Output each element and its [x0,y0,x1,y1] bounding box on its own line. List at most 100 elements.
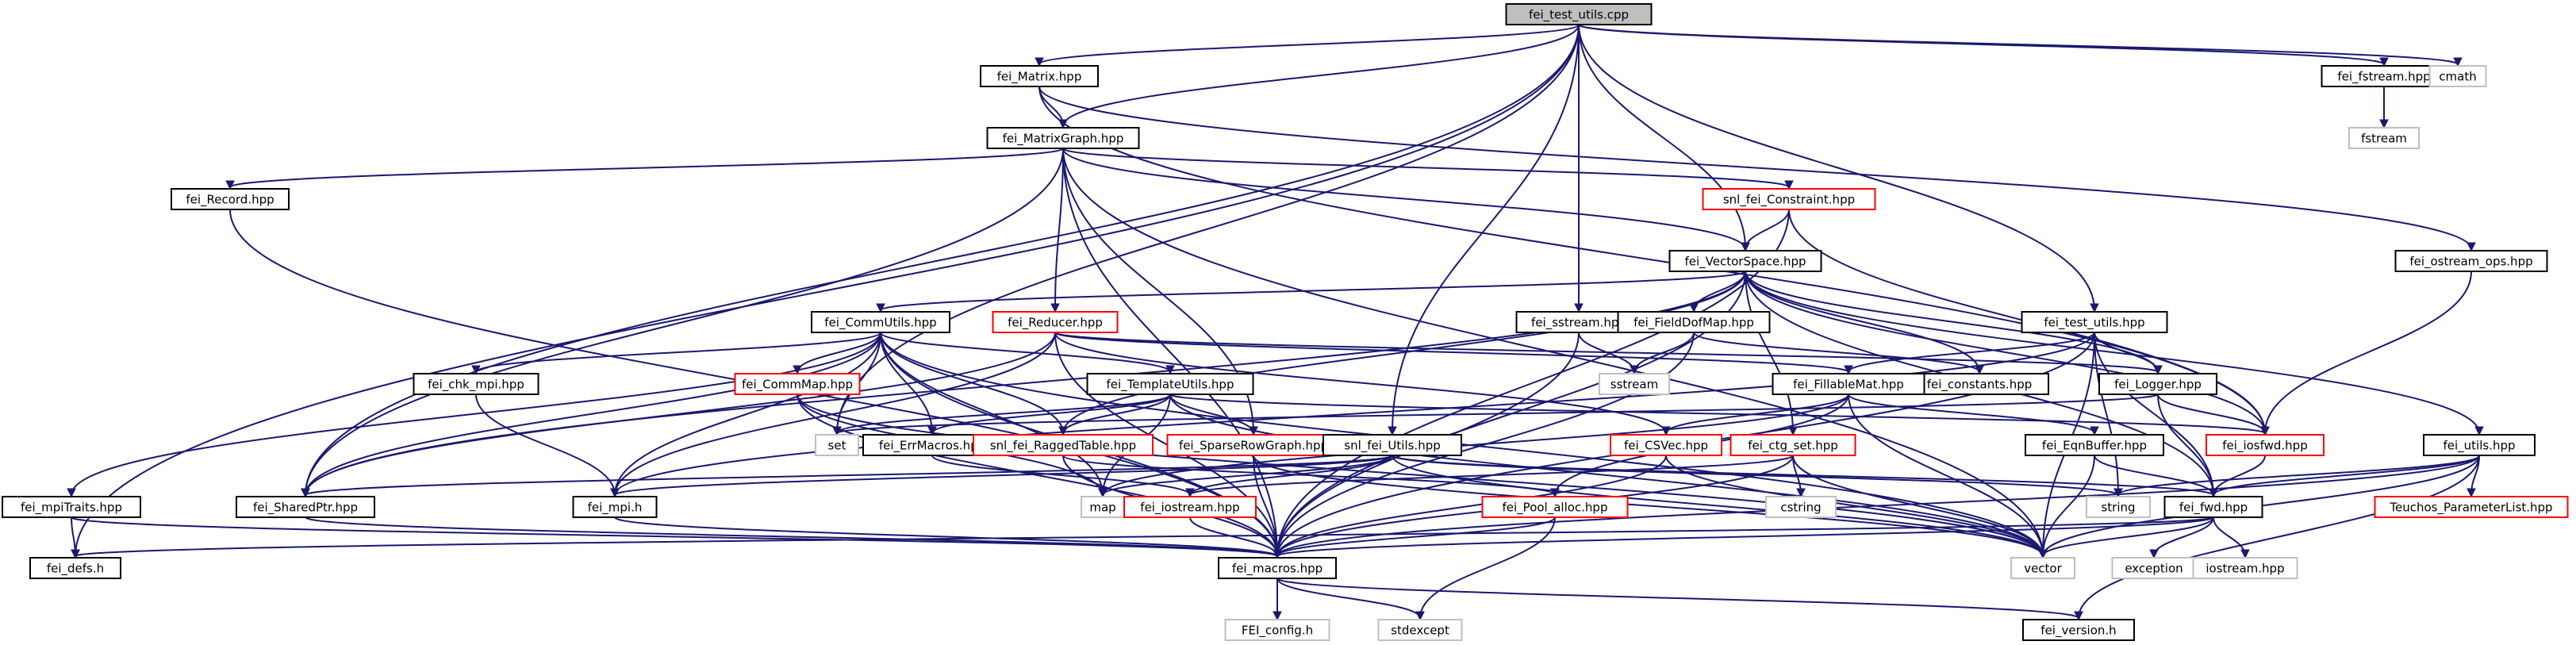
edge-fei-vectorspace-hpp-to-fei-commutils-hpp [880,271,1746,311]
node-label: fei_utils.hpp [2443,439,2515,454]
node-snl-fei-raggedtable-hpp[interactable]: snl_fei_RaggedTable.hpp [973,434,1154,456]
node-fei-matrixgraph-hpp[interactable]: fei_MatrixGraph.hpp [986,127,1140,149]
node-fei-constants-hpp[interactable]: fei_constants.hpp [1910,373,2049,395]
edge-fei-reducer-hpp-to-fei-fillablemat-hpp [1054,332,1849,373]
node-label: fei_sstream.hpp [1531,316,1626,331]
arrowhead-fei-utils-hpp-to-teuchos-parameterlist-hpp [2467,488,2476,498]
arrowhead-fei-templateutils-hpp-to-snl-fei-raggedtable-hpp [1058,426,1068,436]
node-label: exception [2125,562,2182,576]
node-fei-fstream-hpp[interactable]: fei_fstream.hpp [2321,65,2447,87]
node-teuchos-parameterlist-hpp[interactable]: Teuchos_ParameterList.hpp [2374,496,2569,518]
edge-fei-commutils-hpp-to-fei-mpi-h [614,332,881,496]
node-fei-sparserowgraph-hpp[interactable]: fei_SparseRowGraph.hpp [1166,434,1341,456]
node-label: fei_FillableMat.hpp [1793,378,1904,393]
node-cstring: cstring [1765,496,1837,518]
arrowhead-fei-macros-hpp-to-fei-config-h [1273,611,1282,621]
node-fei-defs-h[interactable]: fei_defs.h [29,557,121,579]
node-vector: vector [2010,557,2075,579]
edge-fei-test-utils-cpp-to-fei-matrixgraph-hpp [1062,24,1580,127]
node-box [2163,496,2263,518]
edge-fei-logger-hpp-to-fei-fwd-hpp [2157,394,2214,496]
edge-fei-test-utils-cpp-to-set [836,24,1580,434]
node-fei-pool-alloc-hpp[interactable]: fei_Pool_alloc.hpp [1481,496,1629,518]
edge-fei-pool-alloc-hpp-to-fei-macros-hpp [1276,516,1556,557]
node-fei-mpitraits-hpp[interactable]: fei_mpiTraits.hpp [2,496,141,518]
node-box [2,496,141,518]
node-fei-matrix-hpp[interactable]: fei_Matrix.hpp [980,65,1099,87]
node-box [734,373,861,395]
node-fei-test-utils-cpp[interactable]: fei_test_utils.cpp [1505,3,1653,25]
edge-fei-vectorspace-hpp-to-fei-iosfwd-hpp [1745,271,2266,434]
arrowhead-fei-matrixgraph-hpp-to-fei-record-hpp [225,180,235,190]
edge-fei-test-utils-cpp-to-fei-sharedptr-hpp [305,24,1580,496]
edge-fei-eqnbuffer-hpp-to-vector [2042,455,2095,557]
node-box [171,188,290,210]
node-fei-record-hpp[interactable]: fei_Record.hpp [171,188,290,210]
node-fei-commutils-hpp[interactable]: fei_CommUtils.hpp [811,311,950,333]
node-box [1610,434,1722,456]
node-box [1123,496,1257,518]
edge-fei-fwd-hpp-to-fei-macros-hpp [1276,516,2214,557]
node-label: fei_version.h [2040,624,2116,639]
edge-snl-fei-utils-hpp-to-fei-sharedptr-hpp [305,455,1393,496]
node-fei-reducer-hpp[interactable]: fei_Reducer.hpp [992,311,1119,333]
edge-fei-test-utils-cpp-to-cmath [1578,24,2459,65]
node-fei-logger-hpp[interactable]: fei_Logger.hpp [2098,373,2217,395]
node-label: fei_SharedPtr.hpp [253,501,358,516]
node-label: fei_Pool_alloc.hpp [1503,501,1608,516]
node-fei-version-h[interactable]: fei_version.h [2022,619,2135,641]
edge-fei-reducer-hpp-to-fei-mpi-h [614,332,1056,496]
node-fei-ctg-set-hpp[interactable]: fei_ctg_set.hpp [1729,434,1856,456]
edge-fei-test-utils-hpp-to-fei-fwd-hpp [2094,332,2214,496]
edge-fei-vectorspace-hpp-to-fei-constants-hpp [1745,271,1980,373]
arrowhead-fei-fwd-hpp-to-fei-defs-h [71,549,80,559]
node-fei-ostream-ops-hpp[interactable]: fei_ostream_ops.hpp [2394,250,2548,272]
arrowhead-fei-commutils-hpp-to-fei-mpitraits-hpp [67,488,76,498]
node-box [2423,434,2536,456]
node-snl-fei-constraint-hpp[interactable]: snl_fei_Constraint.hpp [1702,188,1876,210]
node-fei-fielddofmap-hpp[interactable]: fei_FieldDofMap.hpp [1617,311,1771,333]
node-fei-sharedptr-hpp[interactable]: fei_SharedPtr.hpp [236,496,375,518]
node-label: fei_Record.hpp [186,193,274,208]
edge-fei-sparserowgraph-hpp-to-vector [1253,455,2044,557]
node-fei-utils-hpp[interactable]: fei_utils.hpp [2423,434,2536,456]
edge-fei-commutils-hpp-to-fei-sharedptr-hpp [305,332,881,496]
node-fei-chk-mpi-hpp[interactable]: fei_chk_mpi.hpp [413,373,539,395]
node-fei-vectorspace-hpp[interactable]: fei_VectorSpace.hpp [1668,250,1822,272]
edge-snl-fei-utils-hpp-to-map [1102,455,1393,496]
arrowhead-fei-matrix-hpp-to-fei-ostream-ops-hpp [2467,242,2476,252]
edge-fei-commutils-hpp-to-fei-templateutils-hpp [880,332,1171,373]
edge-fei-fwd-hpp-to-vector [2042,516,2214,557]
node-fei-fillablemat-hpp[interactable]: fei_FillableMat.hpp [1772,373,1925,395]
edge-fei-test-utils-cpp-to-fei-defs-h [75,24,1580,557]
node-fei-iostream-hpp[interactable]: fei_iostream.hpp [1123,496,1257,518]
node-box [2021,311,2168,333]
edge-fei-errmacros-hpp-to-fei-iostream-hpp [931,455,1191,496]
node-fei-fwd-hpp[interactable]: fei_fwd.hpp [2163,496,2263,518]
edge-fei-sharedptr-hpp-to-fei-macros-hpp [305,516,1278,557]
node-box [572,496,658,518]
node-fei-mpi-h[interactable]: fei_mpi.h [572,496,658,518]
edge-fei-test-utils-cpp-to-fei-test-utils-hpp [1578,24,2095,311]
arrowhead-fei-fillablemat-hpp-to-fei-eqnbuffer-hpp [2090,426,2099,436]
node-fei-eqnbuffer-hpp[interactable]: fei_EqnBuffer.hpp [2025,434,2164,456]
node-fei-csvec-hpp[interactable]: fei_CSVec.hpp [1610,434,1722,456]
node-box [1218,557,1337,579]
node-fei-commmap-hpp[interactable]: fei_CommMap.hpp [734,373,861,395]
node-snl-fei-utils-hpp[interactable]: snl_fei_Utils.hpp [1323,434,1462,456]
edge-fei-templateutils-hpp-to-set [836,394,1171,434]
node-label: iostream.hpp [2206,562,2284,576]
arrowhead-fei-test-utils-cpp-to-fei-test-utils-hpp [2090,303,2099,313]
node-fei-iosfwd-hpp[interactable]: fei_iosfwd.hpp [2206,434,2325,456]
arrowhead-snl-fei-utils-hpp-to-fei-sharedptr-hpp [301,488,310,498]
edge-fei-mpitraits-hpp-to-fei-macros-hpp [71,516,1278,557]
node-fei-test-utils-hpp[interactable]: fei_test_utils.hpp [2021,311,2168,333]
arrowhead-fei-test-utils-hpp-to-fei-fillablemat-hpp [1844,365,1853,375]
edge-fei-commutils-hpp-to-fei-chk-mpi-hpp [475,332,881,373]
node-box [236,496,375,518]
node-label: vector [2024,562,2062,576]
node-label: snl_fei_Constraint.hpp [1723,193,1855,208]
node-fei-macros-hpp[interactable]: fei_macros.hpp [1218,557,1337,579]
node-fei-templateutils-hpp[interactable]: fei_TemplateUtils.hpp [1086,373,1254,395]
